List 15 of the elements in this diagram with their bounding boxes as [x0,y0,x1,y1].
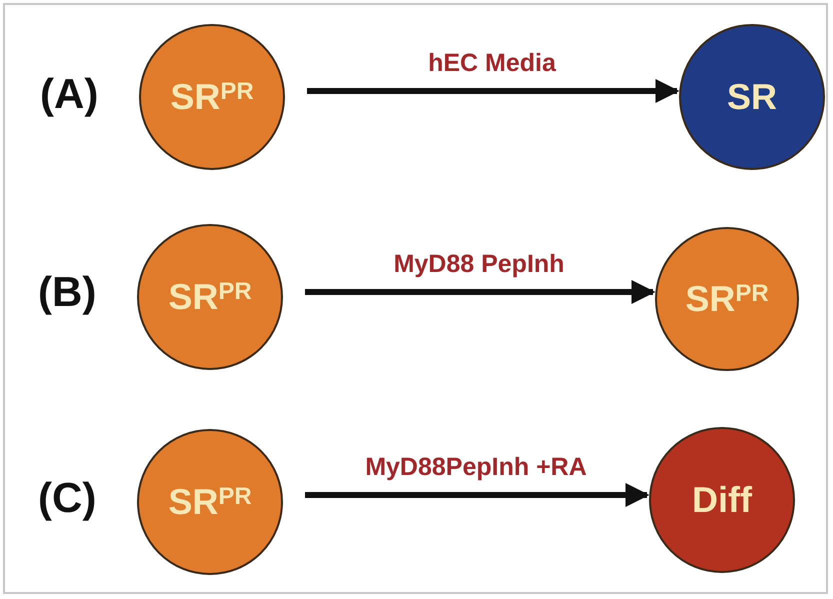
cell-label: SR [726,76,777,118]
row-label: (A) [40,70,98,118]
edge-label: MyD88 PepInh [394,250,564,279]
row-label: (C) [38,474,96,522]
arrow [305,280,656,304]
cell-label: SR$^{PR}$ [168,276,252,318]
cell-label: SR$^{PR}$ [170,76,254,118]
edge-label: MyD88PepInh +RA [365,453,587,482]
cell-label: SR$^{PR}$ [168,481,252,523]
arrow [307,79,680,103]
arrow [305,483,650,507]
cell-label: SR$^{PR}$ [685,278,769,320]
edge-label: hEC Media [428,49,556,78]
cell-label: Diff [692,479,752,521]
row-label: (B) [38,268,96,316]
